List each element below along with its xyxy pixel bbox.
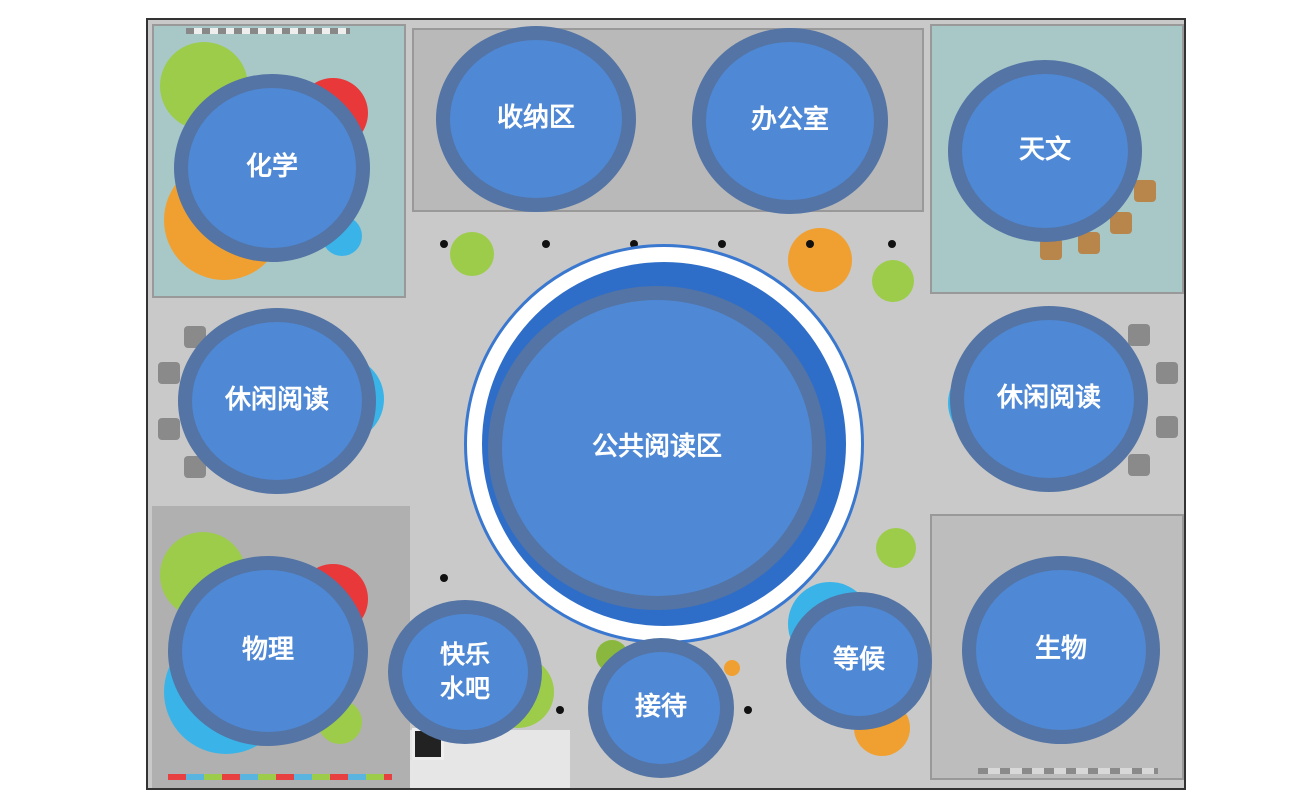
chair xyxy=(158,418,180,440)
zone-water-bar: 快乐 水吧 xyxy=(388,600,542,744)
zone-label: 接待 xyxy=(634,692,687,723)
chair xyxy=(1078,232,1100,254)
shelf-strip xyxy=(186,28,350,34)
chair xyxy=(1156,416,1178,438)
chair xyxy=(1040,238,1062,260)
zone-label: 化学 xyxy=(245,152,298,183)
chair xyxy=(1134,180,1156,202)
zone-storage: 收纳区 xyxy=(436,26,636,212)
zone-label: 快乐 水吧 xyxy=(439,640,490,703)
column-dot xyxy=(542,240,550,248)
zone-label: 等候 xyxy=(832,645,885,676)
zone-label: 休闲阅读 xyxy=(224,385,329,416)
shelf-strip xyxy=(168,774,392,780)
zone-astronomy: 天文 xyxy=(948,60,1142,242)
zone-label: 休闲阅读 xyxy=(996,383,1101,414)
chair xyxy=(158,362,180,384)
zone-label: 物理 xyxy=(241,635,294,666)
chair xyxy=(184,456,206,478)
zone-label: 办公室 xyxy=(750,105,829,136)
zone-label: 天文 xyxy=(1018,135,1071,166)
zone-leisure-reading-right: 休闲阅读 xyxy=(950,306,1148,492)
column-dot xyxy=(630,240,638,248)
zone-physics: 物理 xyxy=(168,556,368,746)
zone-public-reading: 公共阅读区 xyxy=(488,286,826,610)
chair xyxy=(1110,212,1132,234)
column-dot xyxy=(806,240,814,248)
plant-strip xyxy=(978,768,1158,774)
zone-waiting: 等候 xyxy=(786,592,932,730)
zone-leisure-reading-left: 休闲阅读 xyxy=(178,308,376,494)
zone-label: 生物 xyxy=(1034,634,1087,665)
column-dot xyxy=(556,706,564,714)
zone-office: 办公室 xyxy=(692,28,888,214)
zone-label: 公共阅读区 xyxy=(591,432,722,463)
deco-orange-circle xyxy=(724,660,740,676)
deco-green-circle xyxy=(876,528,916,568)
column-dot xyxy=(888,240,896,248)
zone-chemistry: 化学 xyxy=(174,74,370,262)
deco-orange-circle xyxy=(788,228,852,292)
floor-plan: 化学 收纳区 办公室 天文 休闲阅读 公共阅读区 休闲阅读 物理 快乐 水吧 接… xyxy=(146,18,1186,790)
chair xyxy=(1156,362,1178,384)
chair xyxy=(1128,324,1150,346)
column-dot xyxy=(440,574,448,582)
deco-green-circle xyxy=(872,260,914,302)
column-dot xyxy=(718,240,726,248)
zone-label: 收纳区 xyxy=(496,103,575,134)
chair xyxy=(1128,454,1150,476)
deco-green-circle xyxy=(450,232,494,276)
zone-reception: 接待 xyxy=(588,638,734,778)
column-dot xyxy=(440,240,448,248)
column-dot xyxy=(744,706,752,714)
zone-biology: 生物 xyxy=(962,556,1160,744)
